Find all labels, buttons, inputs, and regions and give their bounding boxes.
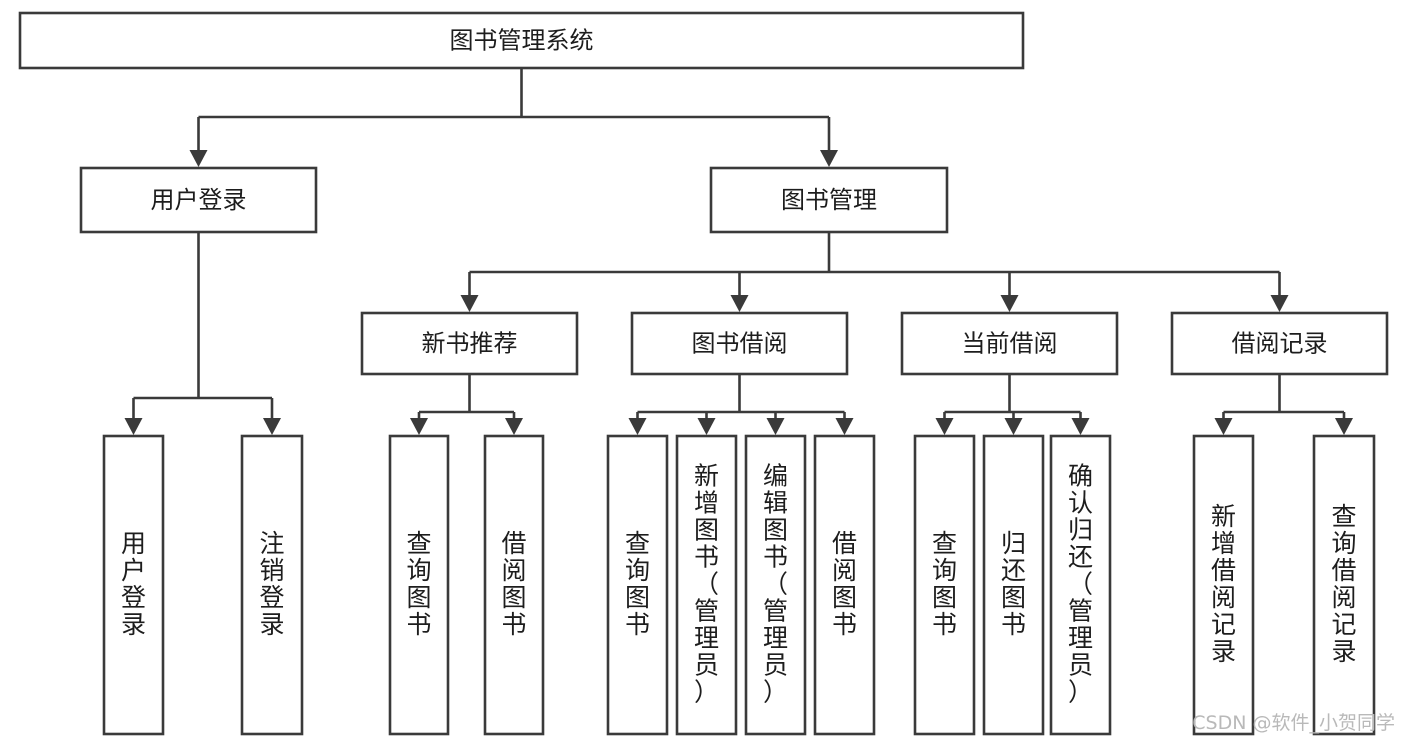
level3-node[interactable]: 图书借阅 [630, 311, 849, 376]
connectors-layer [124, 68, 1353, 435]
arrow-head-icon [1335, 418, 1353, 435]
leaf-label: 查询图书 [932, 529, 957, 639]
arrow-head-icon [820, 150, 838, 167]
arrow-head-icon [628, 418, 647, 435]
leaf-label: 确认归还（管理员） [1068, 462, 1093, 707]
leaf-node[interactable]: 新增图书（管理员） [675, 434, 738, 736]
root-node[interactable]: 图书管理系统 [18, 11, 1025, 70]
leaf-box[interactable] [483, 434, 545, 736]
leaf-node[interactable]: 查询图书 [388, 434, 450, 736]
leaf-box[interactable] [813, 434, 876, 736]
leaf-label: 查询借阅记录 [1331, 502, 1356, 666]
level3-node[interactable]: 当前借阅 [900, 311, 1119, 376]
leaf-label: 借阅图书 [501, 529, 526, 639]
leaf-label: 注销登录 [259, 529, 284, 639]
arrow-head-icon [505, 418, 523, 435]
leaf-node[interactable]: 归还图书 [982, 434, 1045, 736]
level3-box[interactable] [900, 311, 1119, 376]
arrow-head-icon [1214, 418, 1233, 435]
csdn-watermark: CSDN @软件_小贺同学 [1192, 712, 1395, 734]
leaf-node[interactable]: 新增借阅记录 [1192, 434, 1255, 736]
arrow-head-icon [766, 418, 785, 435]
leaf-node[interactable]: 用户登录 [102, 434, 165, 736]
level3-box[interactable] [360, 311, 579, 376]
leaf-label: 新增图书（管理员） [694, 462, 719, 707]
arrow-head-icon [263, 418, 281, 435]
level3-label: 借阅记录 [1232, 330, 1328, 358]
leaf-box[interactable] [982, 434, 1045, 736]
leaf-box[interactable] [240, 434, 304, 736]
level2-node[interactable]: 图书管理 [709, 166, 949, 234]
arrow-head-icon [835, 418, 854, 435]
leaf-node[interactable]: 借阅图书 [483, 434, 545, 736]
level2-box[interactable] [709, 166, 949, 234]
level3-label: 当前借阅 [962, 330, 1058, 358]
arrow-head-icon [1004, 418, 1023, 435]
root-label: 图书管理系统 [450, 27, 594, 55]
leaf-box[interactable] [606, 434, 669, 736]
leaf-label: 查询图书 [406, 529, 431, 639]
leaf-node[interactable]: 编辑图书（管理员） [744, 434, 807, 736]
level3-label: 新书推荐 [422, 330, 518, 358]
arrow-head-icon [1000, 295, 1019, 312]
level3-node[interactable]: 借阅记录 [1170, 311, 1389, 376]
arrow-head-icon [410, 418, 428, 435]
leaf-box[interactable] [675, 434, 738, 736]
level3-label: 图书借阅 [692, 330, 788, 358]
leaf-label: 编辑图书（管理员） [763, 462, 788, 707]
root-box[interactable] [18, 11, 1025, 70]
arrow-head-icon [1270, 295, 1289, 312]
level3-box[interactable] [1170, 311, 1389, 376]
arrow-head-icon [460, 295, 479, 312]
arrow-head-icon [697, 418, 716, 435]
leaf-node[interactable]: 确认归还（管理员） [1049, 434, 1112, 736]
leaf-node[interactable]: 借阅图书 [813, 434, 876, 736]
arrow-head-icon [124, 418, 143, 435]
leaf-label: 用户登录 [121, 529, 146, 639]
leaf-label: 借阅图书 [832, 529, 857, 639]
leaf-label: 新增借阅记录 [1211, 502, 1236, 666]
leaf-box[interactable] [1312, 434, 1376, 736]
leaf-node[interactable]: 注销登录 [240, 434, 304, 736]
leaf-label: 查询图书 [625, 529, 650, 639]
leaf-node[interactable]: 查询借阅记录 [1312, 434, 1376, 736]
level2-label: 图书管理 [781, 186, 877, 214]
leaf-box[interactable] [913, 434, 976, 736]
level2-node[interactable]: 用户登录 [79, 166, 318, 234]
arrow-head-icon [935, 418, 954, 435]
arrow-head-icon [1071, 418, 1090, 435]
arrow-head-icon [730, 295, 749, 312]
leaf-node[interactable]: 查询图书 [606, 434, 669, 736]
leaf-box[interactable] [1049, 434, 1112, 736]
level3-box[interactable] [630, 311, 849, 376]
leaf-box[interactable] [102, 434, 165, 736]
level2-label: 用户登录 [151, 186, 247, 214]
nodes-layer: 图书管理系统用户登录图书管理新书推荐图书借阅当前借阅借阅记录用户登录注销登录查询… [18, 11, 1389, 736]
leaf-box[interactable] [1192, 434, 1255, 736]
leaf-box[interactable] [388, 434, 450, 736]
arrow-head-icon [189, 150, 208, 167]
leaf-node[interactable]: 查询图书 [913, 434, 976, 736]
level2-box[interactable] [79, 166, 318, 234]
level3-node[interactable]: 新书推荐 [360, 311, 579, 376]
leaf-label: 归还图书 [1001, 529, 1026, 639]
leaf-box[interactable] [744, 434, 807, 736]
